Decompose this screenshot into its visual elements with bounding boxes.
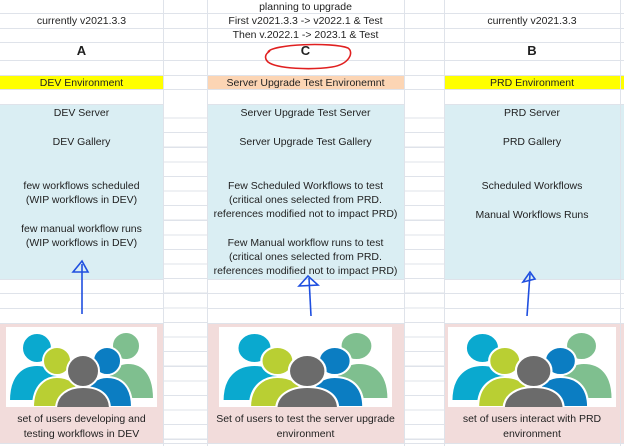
test-scheduled-line2: (critical ones selected from PRD. (229, 194, 382, 206)
dev-users-caption-line1: set of users developing and (17, 413, 146, 425)
test-components-band (207, 104, 404, 279)
prd-gallery: PRD Gallery (502, 136, 562, 148)
test-column-letter: C (300, 43, 311, 58)
dev-server: DEV Server (53, 107, 110, 119)
test-manual-line2: (critical ones selected from PRD. (229, 251, 382, 263)
dev-manual-line2: (WIP workflows in DEV) (25, 237, 138, 249)
dev-components-band (0, 104, 163, 279)
dev-env-band (0, 75, 163, 90)
dev-scheduled-line2: (WIP workflows in DEV) (25, 194, 138, 206)
prd-components-band (444, 104, 624, 279)
users-group-icon (219, 327, 392, 407)
dev-scheduled-line1: few workflows scheduled (23, 180, 140, 192)
gap-column-ab (164, 104, 207, 443)
prd-environment-label: PRD Environment (489, 77, 575, 89)
upgrade-plan-step1: First v2021.3.3 -> v2022.1 & Test (228, 15, 383, 27)
gap-column-cb (405, 104, 444, 443)
test-environment-label: Server Upgrade Test Environemnt (226, 77, 385, 89)
dev-column-letter: A (76, 43, 87, 58)
dev-version: currently v2021.3.3 (36, 15, 127, 27)
prd-env-band (444, 75, 624, 90)
test-server: Server Upgrade Test Server (240, 107, 371, 119)
arrow-up-icon (71, 259, 90, 314)
upgrade-plan-title: planning to upgrade (259, 1, 352, 13)
test-env-band (207, 75, 404, 90)
dev-gallery: DEV Gallery (52, 136, 111, 148)
dev-environment-label: DEV Environment (39, 77, 124, 89)
test-scheduled-line1: Few Scheduled Workflows to test (227, 180, 384, 192)
dev-manual-line1: few manual workflow runs (21, 223, 142, 235)
test-manual-line1: Few Manual workflow runs to test (227, 237, 384, 249)
test-users-caption-line2: environment (276, 428, 335, 440)
test-gallery: Server Upgrade Test Gallery (239, 136, 372, 148)
red-ellipse-annotation (264, 43, 352, 70)
dev-users-caption-line2: testing workflows in DEV (23, 428, 140, 440)
prd-users-caption-line1: set of users interact with PRD (462, 413, 602, 425)
upgrade-plan-step2: Then v.2022.1 -> 2023.1 & Test (232, 29, 379, 41)
prd-server: PRD Server (503, 107, 560, 119)
arrow-up-icon (521, 270, 537, 317)
prd-users-caption-line2: environment (503, 428, 561, 440)
users-group-icon (6, 327, 157, 407)
prd-manual: Manual Workflows Runs (475, 209, 589, 221)
test-scheduled-line3: references modified not to impact PRD) (213, 208, 398, 220)
test-users-caption-line1: Set of users to test the server upgrade (216, 413, 395, 425)
prd-scheduled: Scheduled Workflows (481, 180, 583, 192)
test-manual-line3: references modified not to impact PRD) (213, 265, 398, 277)
prd-column-letter: B (527, 43, 537, 58)
prd-version: currently v2021.3.3 (487, 15, 577, 27)
arrow-up-icon (297, 274, 320, 317)
users-group-icon (448, 327, 616, 407)
